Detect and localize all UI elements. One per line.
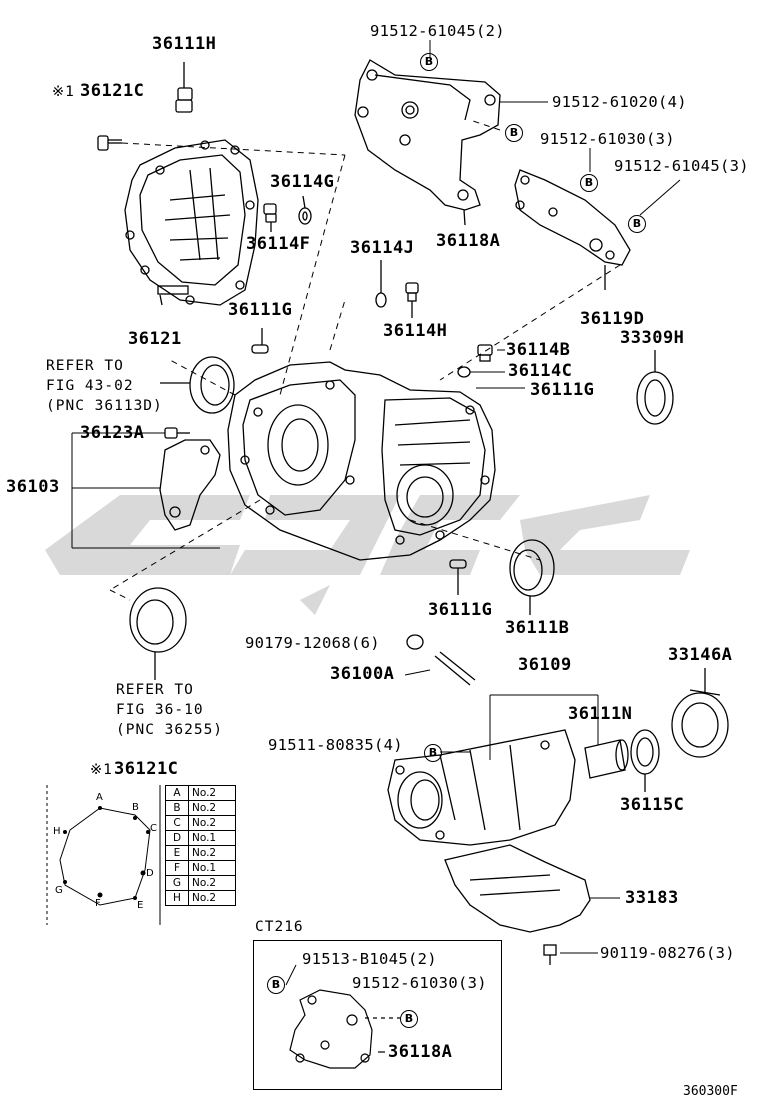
stud-36100a [434, 651, 476, 686]
bolt-label-91512-61030-3-ct: 91512-61030(3) [352, 974, 487, 992]
sleeve-36111n [584, 739, 629, 779]
part-label-36111g-top: 36111G [228, 300, 293, 320]
position-label-f: F [95, 898, 101, 909]
extension-housing-36109 [387, 729, 576, 846]
bolt-marker-b: B [400, 1010, 418, 1028]
part-label-36119d: 36119D [580, 309, 645, 329]
bolt-label-91511-80835-4: 91511-80835(4) [268, 736, 403, 754]
part-label-33183: 33183 [625, 888, 679, 908]
part-label-36114j: 36114J [350, 238, 415, 258]
position-label-e: E [137, 900, 144, 911]
part-label-36123a: 36123A [80, 423, 145, 443]
bolt-36121c [97, 135, 122, 151]
bolt-label-91512-61045-2: 91512-61045(2) [370, 22, 505, 40]
part-label-36118a-ct: 36118A [388, 1042, 453, 1062]
refer-fig-text: FIG 43-02 [46, 378, 134, 394]
part-label-33309h: 33309H [620, 328, 685, 348]
variant-box-ct216 [253, 940, 502, 1090]
note-mark: ※1 [90, 762, 113, 778]
legend-title: 36121C [114, 759, 179, 779]
part-label-36111b: 36111B [505, 618, 570, 638]
seal-36113d [160, 356, 235, 414]
part-label-36115c: 36115C [620, 795, 685, 815]
plate-36103 [159, 439, 221, 531]
part-label-33146a: 33146A [668, 645, 733, 665]
bolt-label-90119-08276-3: 90119-08276(3) [600, 944, 735, 962]
position-label-h: H [53, 826, 61, 837]
diagram-code: 360300F [683, 1084, 738, 1099]
bolt-marker-b: B [505, 124, 523, 142]
variant-label-ct216: CT216 [255, 919, 304, 935]
legend-value: No.2 [188, 890, 236, 906]
part-label-36114g: 36114G [270, 172, 335, 192]
part-label-36121: 36121 [128, 329, 182, 349]
bolt-marker-b: B [267, 976, 285, 994]
plug-36114b [477, 344, 493, 362]
part-label-36100a: 36100A [330, 664, 395, 684]
note-mark: ※1 [52, 84, 75, 100]
part-label-36114h: 36114H [383, 321, 448, 341]
refer-to-text: REFER TO [116, 682, 194, 698]
bolt-label-91512-61030-3: 91512-61030(3) [540, 130, 675, 148]
pin-36111g-top [251, 328, 269, 354]
part-label-36111g-mid: 36111G [530, 380, 595, 400]
part-label-36114f: 36114F [246, 234, 311, 254]
protector-33183 [444, 844, 591, 933]
position-label-b: B [132, 802, 139, 813]
part-label-36114c: 36114C [508, 361, 573, 381]
part-label-36121c: 36121C [80, 81, 145, 101]
part-label-36114b: 36114B [506, 340, 571, 360]
part-label-36111g-low: 36111G [428, 600, 493, 620]
part-label-36109: 36109 [518, 655, 572, 675]
position-label-a: A [96, 792, 103, 803]
bolt-90119 [543, 944, 557, 965]
bolt-label-91512-61020-4: 91512-61020(4) [552, 93, 687, 111]
part-label-36111n: 36111N [568, 704, 633, 724]
bolt-marker-b: B [628, 215, 646, 233]
bolt-marker-b: B [420, 53, 438, 71]
legend-value: No.2 [188, 815, 236, 831]
legend-value: No.2 [188, 800, 236, 816]
pin-36111g-low [449, 559, 467, 595]
bolt-label-91513-b1045-2: 91513-B1045(2) [302, 950, 437, 968]
nut-90179 [406, 634, 424, 650]
bolt-label-90179-12068-6: 90179-12068(6) [245, 634, 380, 652]
refer-to-text: REFER TO [46, 358, 124, 374]
position-label-d: D [146, 868, 154, 879]
position-label-c: C [150, 823, 157, 834]
cover-33146a [671, 668, 729, 758]
bracket-36119d [514, 169, 631, 290]
seal-33309h [636, 350, 674, 425]
gasket-36114j [375, 260, 387, 308]
part-label-36103: 36103 [6, 477, 60, 497]
plug-36114h [405, 282, 419, 318]
seal-36255 [129, 587, 187, 680]
plug-36114f [263, 203, 277, 232]
bolt-marker-b: B [580, 174, 598, 192]
part-label-36111h: 36111H [152, 34, 217, 54]
part-label-36118a: 36118A [436, 231, 501, 251]
refer-pnc-text: (PNC 36255) [116, 722, 224, 738]
seal-36115c [630, 729, 660, 792]
position-label-g: G [55, 885, 63, 896]
seal-36111b [509, 539, 555, 615]
gasket-36114g [298, 195, 312, 225]
refer-fig-text: FIG 36-10 [116, 702, 204, 718]
drain-plug-36111h [175, 62, 193, 113]
bolt-label-91512-61045-3: 91512-61045(3) [614, 157, 749, 175]
bracket-36118a [354, 59, 501, 226]
cover-36121 [124, 139, 259, 306]
bolt-marker-b: B [424, 744, 442, 762]
refer-pnc-text: (PNC 36113D) [46, 398, 163, 414]
